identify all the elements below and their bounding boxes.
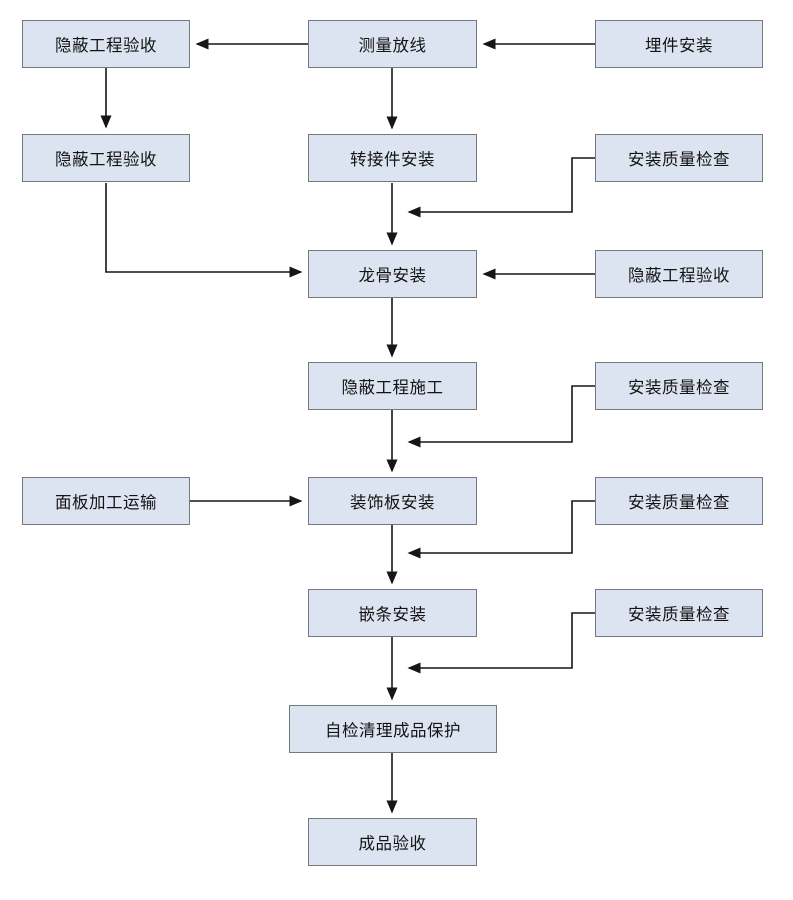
node-quality-check-2: 安装质量检查 — [595, 362, 763, 410]
node-adapter-install: 转接件安装 — [308, 134, 477, 182]
node-hidden-works-acceptance-1: 隐蔽工程验收 — [22, 20, 190, 68]
arrow-quality-check-4-elbow — [407, 612, 595, 674]
arrow-quality-check-2-elbow — [407, 385, 595, 448]
node-hidden-works-construction: 隐蔽工程施工 — [308, 362, 477, 410]
node-hidden-works-acceptance-2: 隐蔽工程验收 — [22, 134, 190, 182]
node-decorative-panel-install: 装饰板安装 — [308, 477, 477, 525]
node-hidden-works-acceptance-3: 隐蔽工程验收 — [595, 250, 763, 298]
arrow-quality-check-1-elbow — [407, 157, 595, 218]
node-quality-check-4: 安装质量检查 — [595, 589, 763, 637]
node-measure-and-layout: 测量放线 — [308, 20, 477, 68]
arrow-quality-check-3-elbow — [407, 500, 595, 559]
node-inlay-strip-install: 嵌条安装 — [308, 589, 477, 637]
arrow-hidden-acceptance-2-to-keel — [105, 183, 303, 278]
node-embedded-parts-install: 埋件安装 — [595, 20, 763, 68]
node-self-check-cleanup-protection: 自检清理成品保护 — [289, 705, 497, 753]
node-finished-product-acceptance: 成品验收 — [308, 818, 477, 866]
node-keel-install: 龙骨安装 — [308, 250, 477, 298]
node-panel-processing-transport: 面板加工运输 — [22, 477, 190, 525]
node-quality-check-1: 安装质量检查 — [595, 134, 763, 182]
node-quality-check-3: 安装质量检查 — [595, 477, 763, 525]
